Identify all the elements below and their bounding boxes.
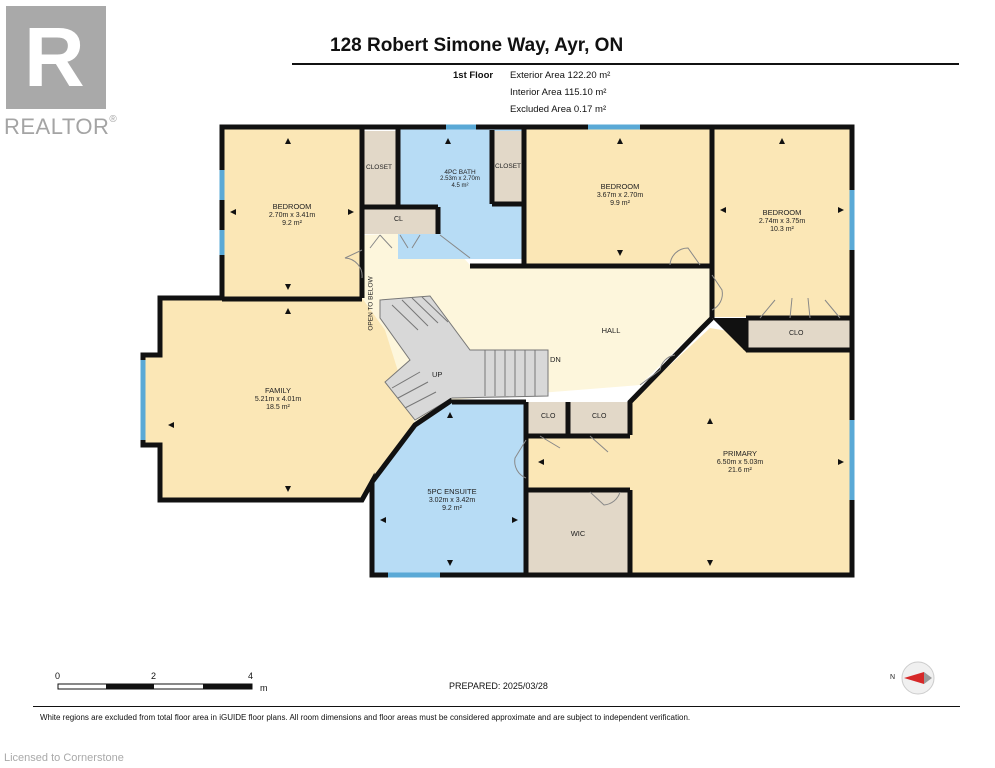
room-name: FAMILY — [264, 386, 292, 395]
clo-right-label: CLO — [789, 330, 804, 337]
room-area: 9.9 m² — [610, 200, 630, 207]
closet-label-mid: CLOSET — [495, 163, 522, 170]
scale-bar — [57, 683, 253, 690]
room-name: BEDROOM — [762, 208, 802, 217]
room-area: 10.3 m² — [770, 226, 794, 233]
room-dims: 2.74m x 3.75m — [758, 217, 806, 225]
realtor-r-letter: R — [24, 10, 85, 104]
room-bedroom-mid: BEDROOM 3.67m x 2.70m 9.9 m² — [580, 182, 660, 209]
clo1-fill — [528, 402, 568, 434]
family-floor — [143, 298, 415, 500]
room-area: 4.5 m² — [451, 183, 469, 189]
compass-north-label: N — [890, 674, 896, 681]
walls — [140, 124, 855, 578]
room-name: WIC — [570, 529, 586, 538]
footer-disclaimer: White regions are excluded from total fl… — [40, 713, 691, 722]
room-primary: PRIMARY 6.50m x 5.03m 21.6 m² — [700, 449, 780, 476]
ensuite-floor — [372, 402, 526, 575]
door-swings — [344, 234, 841, 506]
room-bath: 4PC BATH 2.53m x 2.70m 4.5 m² — [425, 169, 495, 190]
closet-mid-fill — [492, 131, 524, 202]
room-dims: 5.21m x 4.01m — [254, 395, 302, 403]
room-bedroom-right: BEDROOM 2.74m x 3.75m 10.3 m² — [742, 208, 822, 235]
closet-left-fill — [362, 131, 398, 205]
bedroom-right-floor — [712, 127, 852, 317]
scale-tick-4: 4 — [248, 671, 254, 681]
room-name: 4PC BATH — [444, 169, 476, 176]
footer-divider — [33, 706, 960, 707]
room-wic: WIC — [563, 529, 593, 539]
realtor-logo: R REALTOR® — [4, 6, 117, 139]
cl-fill — [362, 208, 437, 234]
dimension-ticks — [168, 138, 844, 566]
title-divider — [292, 63, 959, 65]
windows — [140, 124, 855, 578]
room-hall: HALL — [596, 326, 626, 336]
stairs-dn-label: DN — [550, 355, 561, 364]
license-text: Licensed to Cornerstone — [4, 752, 124, 764]
clo2-label: CLO — [592, 413, 607, 420]
clo2-fill — [570, 402, 628, 434]
excluded-area: Excluded Area 0.17 m² — [510, 104, 607, 115]
interior-area: Interior Area 115.10 m² — [510, 87, 607, 98]
room-ensuite: 5PC ENSUITE 3.02m x 3.42m 9.2 m² — [412, 487, 492, 514]
realtor-r-badge: R — [6, 6, 106, 109]
stairs-up-label: UP — [432, 370, 443, 379]
room-area: 9.2 m² — [442, 505, 462, 512]
bedroom-left-floor — [222, 127, 362, 299]
open-to-below-label: OPEN TO BELOW — [367, 276, 375, 331]
room-area: 9.2 m² — [282, 220, 302, 227]
room-dims: 2.70m x 3.41m — [268, 211, 316, 219]
room-name: HALL — [601, 326, 621, 335]
room-dims: 3.67m x 2.70m — [596, 191, 644, 199]
page-title: 128 Robert Simone Way, Ayr, ON — [330, 35, 624, 56]
realtor-wordmark: REALTOR® — [4, 114, 118, 139]
scale-unit: m — [260, 683, 268, 693]
room-name: PRIMARY — [722, 449, 758, 458]
floor-label: 1st Floor — [453, 70, 494, 81]
room-family: FAMILY 5.21m x 4.01m 18.5 m² — [238, 386, 318, 413]
room-dims: 3.02m x 3.42m — [428, 496, 476, 504]
room-name: 5PC ENSUITE — [427, 487, 477, 496]
compass-icon — [901, 661, 935, 695]
cl-label: CL — [394, 216, 403, 223]
clo1-label: CLO — [541, 413, 556, 420]
room-area: 21.6 m² — [728, 467, 752, 474]
room-dims: 2.53m x 2.70m — [440, 176, 480, 182]
closet-label-left: CLOSET — [366, 164, 393, 171]
scale-tick-0: 0 — [55, 671, 61, 681]
exterior-area: Exterior Area 122.20 m² — [510, 70, 611, 81]
stairs — [379, 295, 549, 421]
clo-right-fill — [746, 318, 850, 350]
wall-corner-fill — [712, 318, 746, 352]
scale-tick-2: 2 — [151, 671, 157, 681]
bedroom-mid-floor — [524, 129, 712, 266]
room-name: BEDROOM — [272, 202, 312, 211]
room-area: 18.5 m² — [266, 404, 290, 411]
room-dims: 6.50m x 5.03m — [716, 458, 764, 466]
room-bedroom-left: BEDROOM 2.70m x 3.41m 9.2 m² — [252, 202, 332, 229]
wic-floor — [528, 492, 629, 574]
room-name: BEDROOM — [600, 182, 640, 191]
prepared-date: PREPARED: 2025/03/28 — [449, 681, 548, 691]
